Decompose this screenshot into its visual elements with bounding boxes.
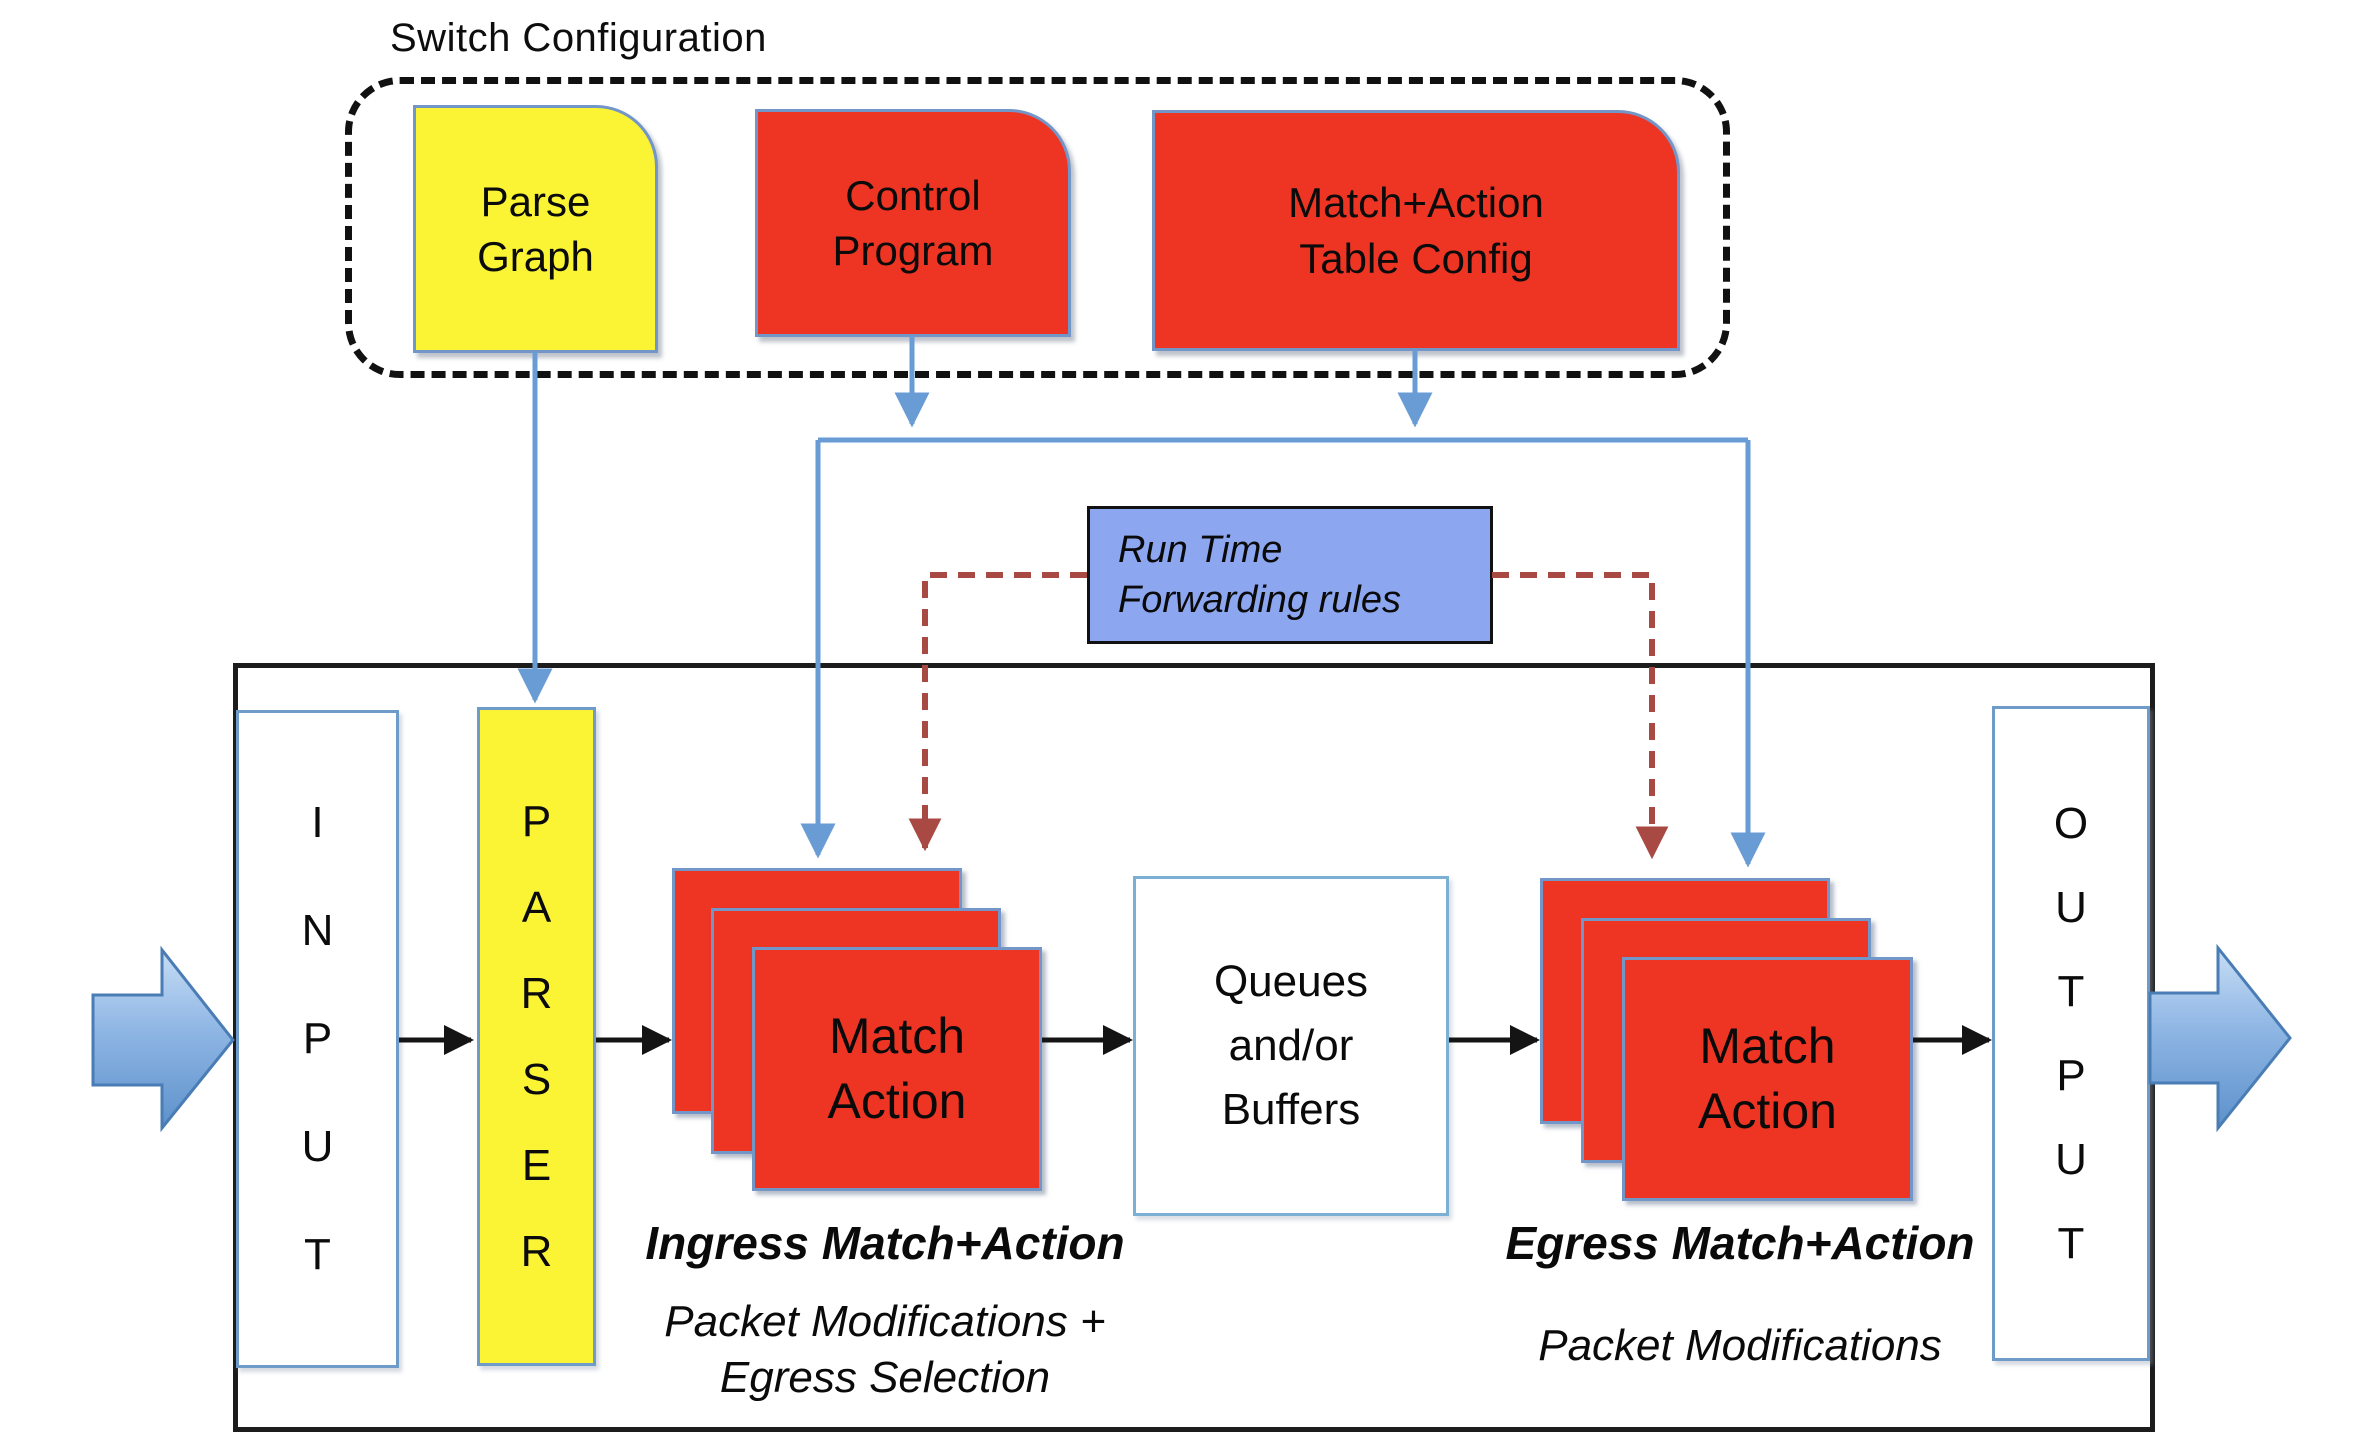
queues-buffers-box: Queues and/or Buffers <box>1133 876 1449 1216</box>
ingress-match-action-table-front: Match Action <box>752 947 1042 1191</box>
packet-output-flow-arrow <box>2148 943 2292 1133</box>
runtime-line2: Forwarding rules <box>1118 579 1401 621</box>
switch-configuration-group <box>345 77 1730 378</box>
egress-match-action-table-front: Match Action <box>1622 957 1913 1201</box>
control-program-label: Control Program <box>832 171 994 274</box>
match-action-table-config-label: Match+Action Table Config <box>1288 179 1544 282</box>
ingress-caption: Ingress Match+Action <box>645 1217 1125 1269</box>
ingress-note: Packet Modifications + Egress Selection <box>664 1297 1106 1403</box>
packet-input-flow-arrow <box>91 945 235 1133</box>
runtime-forwarding-rules-box: Run Time Forwarding rules <box>1087 506 1493 644</box>
egress-caption: Egress Match+Action <box>1505 1217 1975 1269</box>
match-action-table-config-box: Match+Action Table Config <box>1152 110 1680 351</box>
runtime-line1: Run Time <box>1118 528 1283 571</box>
parse-graph-box: Parse Graph <box>413 105 658 353</box>
control-program-box: Control Program <box>755 109 1071 337</box>
egress-note: Packet Modifications <box>1538 1321 1942 1370</box>
parse-graph-label: Parse Graph <box>477 177 594 280</box>
diagram-title: Switch Configuration <box>390 16 767 60</box>
